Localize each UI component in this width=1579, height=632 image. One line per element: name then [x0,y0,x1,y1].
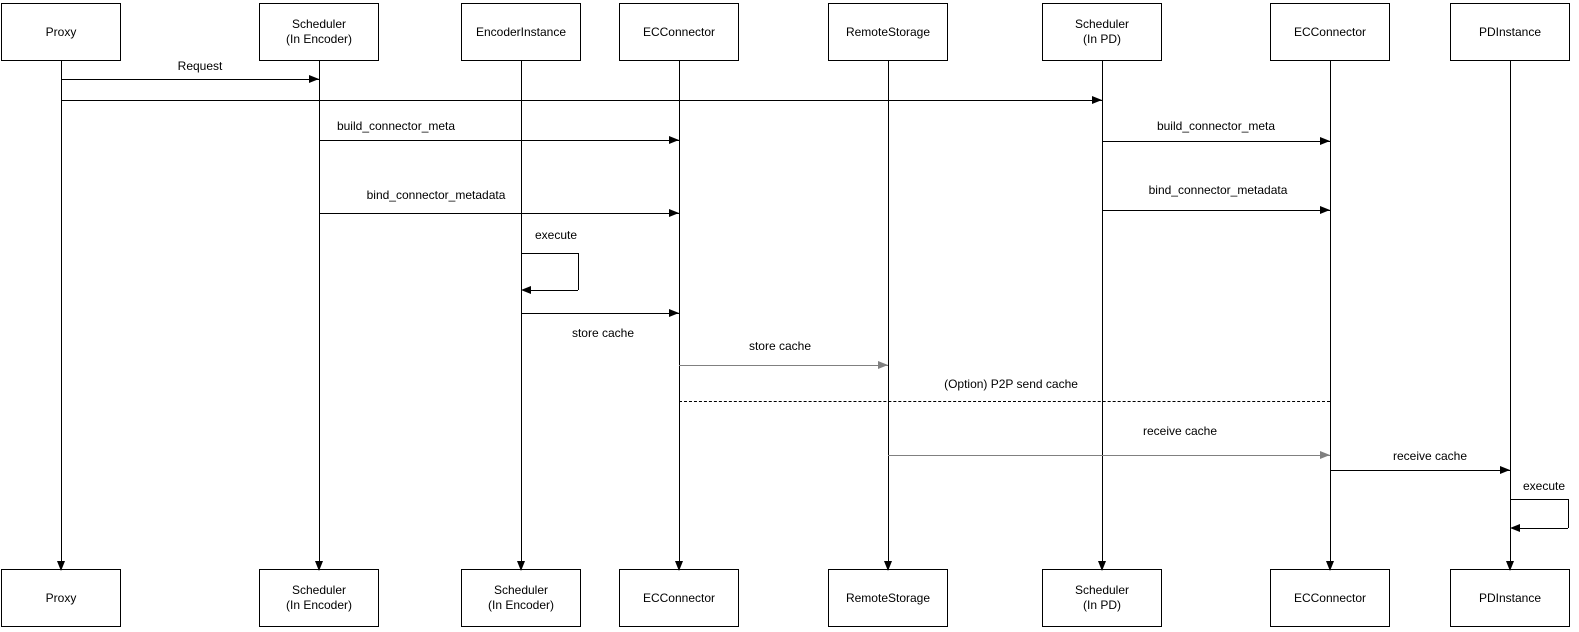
participant-label: Scheduler [291,583,347,597]
message-label: Request [175,59,225,73]
message-line [61,79,319,80]
lifeline-encoder-instance [521,61,522,561]
lifeline-ec-connector-encoder [679,61,680,561]
message-label: receive cache [1390,449,1470,463]
self-message-line [521,253,578,254]
arrowhead-icon [1320,137,1330,145]
arrowhead-icon [1098,561,1106,571]
lifeline-proxy [61,61,62,561]
arrowhead-icon [1320,206,1330,214]
arrowhead-icon [675,561,683,571]
arrowhead-icon [669,136,679,144]
participant-label: ECConnector [1293,24,1367,39]
participant-scheduler-in-encoder-top-box: Scheduler(In Encoder) [259,3,379,61]
arrowhead-icon [315,561,323,571]
participant-ec-connector-pd-bottom-box: ECConnector [1270,569,1390,627]
participant-label: EncoderInstance [475,24,567,39]
participant-remote-storage-top-box: RemoteStorage [828,3,948,61]
participant-label: (In PD) [1082,32,1121,46]
message-label: bind_connector_metadata [1146,183,1290,197]
participant-label: RemoteStorage [845,24,931,39]
lifeline-ec-connector-pd [1330,61,1331,561]
participant-label: PDInstance [1478,24,1542,39]
participant-ec-connector-encoder-bottom-box: ECConnector [619,569,739,627]
message-label: store cache [569,326,637,340]
participant-ec-connector-pd-top-box: ECConnector [1270,3,1390,61]
message-line [61,100,1102,101]
self-message-line [1568,499,1569,528]
message-label: receive cache [1140,424,1220,438]
arrowhead-icon [669,209,679,217]
participant-label: RemoteStorage [845,590,931,605]
arrowhead-icon [1092,96,1102,104]
message-line [521,313,679,314]
message-label: bind_connector_metadata [364,188,508,202]
message-line [1330,470,1510,471]
message-label: execute [532,228,580,242]
message-line [319,140,679,141]
participant-label: PDInstance [1478,590,1542,605]
message-line [1102,141,1330,142]
arrowhead-icon [1326,561,1334,571]
participant-proxy-top-box: Proxy [1,3,121,61]
message-label: build_connector_meta [1154,119,1278,133]
participant-label: Scheduler [1074,17,1130,31]
self-message-line [1520,528,1568,529]
lifeline-pd-instance [1510,61,1511,561]
arrowhead-icon [1506,561,1514,571]
arrowhead-icon [1510,524,1520,532]
participant-scheduler-in-encoder-bottom-box: Scheduler(In Encoder) [259,569,379,627]
participant-pd-instance-bottom-box: PDInstance [1450,569,1570,627]
participant-label: (In PD) [1082,598,1121,612]
arrowhead-icon [521,286,531,294]
participant-ec-connector-encoder-top-box: ECConnector [619,3,739,61]
participant-scheduler-in-pd-bottom-box: Scheduler(In PD) [1042,569,1162,627]
arrowhead-icon [669,309,679,317]
participant-label: Proxy [45,590,77,605]
participant-label: ECConnector [642,590,716,605]
participant-pd-instance-top-box: PDInstance [1450,3,1570,61]
lifeline-scheduler-in-pd [1102,61,1103,561]
participant-label: ECConnector [1293,590,1367,605]
arrowhead-icon [884,561,892,571]
participant-label: Scheduler [1074,583,1130,597]
self-message-line [1510,499,1568,500]
participant-label: (In Encoder) [487,598,555,612]
participant-remote-storage-bottom-box: RemoteStorage [828,569,948,627]
message-label: store cache [746,339,814,353]
lifeline-remote-storage [888,61,889,561]
participant-label: Scheduler [493,583,549,597]
arrowhead-icon [57,561,65,571]
lifeline-scheduler-in-encoder [319,61,320,561]
self-message-line [531,290,578,291]
self-message-line [578,253,579,290]
arrowhead-icon [517,561,525,571]
participant-label: (In Encoder) [285,32,353,46]
arrowhead-icon [309,75,319,83]
message-line [1102,210,1330,211]
message-line [888,455,1330,456]
participant-proxy-bottom-box: Proxy [1,569,121,627]
participant-encoder-instance-top-box: EncoderInstance [461,3,581,61]
participant-encoder-instance-bottom-box: Scheduler(In Encoder) [461,569,581,627]
message-label: (Option) P2P send cache [942,377,1080,391]
participant-label: ECConnector [642,24,716,39]
message-line [679,365,888,366]
message-line [679,401,1330,402]
message-label: execute [1520,479,1568,493]
arrowhead-icon [878,361,888,369]
arrowhead-icon [1500,466,1510,474]
message-line [319,213,679,214]
participant-scheduler-in-pd-top-box: Scheduler(In PD) [1042,3,1162,61]
arrowhead-icon [1320,451,1330,459]
participant-label: Scheduler [291,17,347,31]
message-label: build_connector_meta [334,119,458,133]
participant-label: Proxy [45,24,77,39]
participant-label: (In Encoder) [285,598,353,612]
